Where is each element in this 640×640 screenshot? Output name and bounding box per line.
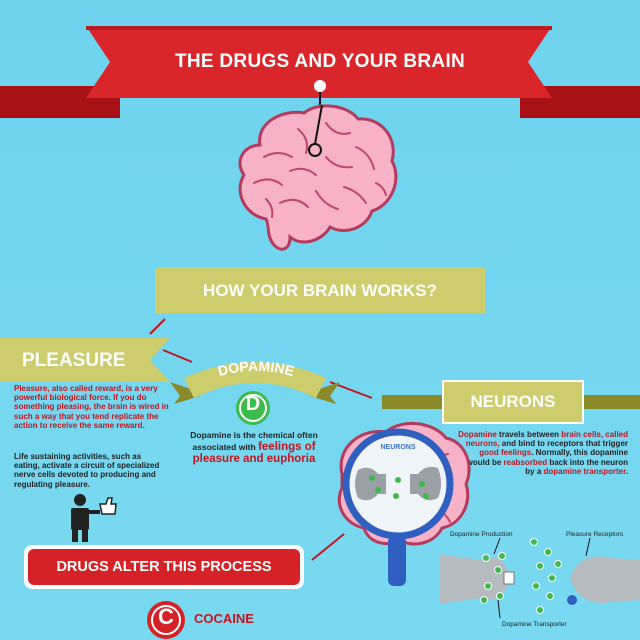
dopamine-letter: D [245, 393, 261, 415]
neurons-text-8: dopamine transporter [543, 466, 626, 476]
pleasure-title: PLEASURE [22, 350, 126, 371]
dopamine-banner [170, 362, 340, 404]
neurons-text-5: . Normally, this dopamine would be [466, 448, 628, 467]
dopamine-description: Dopamine is the chemical often associate… [178, 430, 330, 465]
dopamine-d-icon [236, 391, 270, 425]
neurons-text-7: back into the neuron by a [525, 457, 628, 476]
neurons-text-4: good feelings [479, 448, 532, 458]
label-dopamine-production: Dopamine Production [450, 531, 513, 538]
pleasure-paragraph-1: Pleasure, also called reward, is a very … [14, 384, 174, 430]
pleasure-word: Pleasure [14, 384, 48, 393]
neurons-banner [442, 380, 584, 424]
neurons-text-6: reabsorbed [503, 457, 548, 467]
page-title: THE DRUGS AND YOUR BRAIN [174, 51, 466, 72]
dopamine-arc-text: DOPAMINE [216, 358, 296, 379]
neurons-text-1: travels between [496, 430, 562, 439]
drugs-title: DRUGS ALTER THIS PROCESS [56, 559, 272, 575]
neurons-description: Dopamine travels between brain cells, ca… [458, 430, 628, 476]
person-thumbs-up-icon [71, 494, 117, 542]
how-brain-works-title: HOW YOUR BRAIN WORKS? [203, 281, 437, 300]
synapse-diagram [440, 537, 640, 619]
lens-label: NEURONS [380, 444, 416, 451]
cocaine-c-icon [147, 601, 185, 639]
drugs-banner [28, 549, 300, 585]
neurons-text-2: brain cells, called neurons, [465, 430, 628, 449]
pleasure-paragraph-2: Life sustaining activities, such as eati… [14, 452, 160, 489]
neurons-text-0: Dopamine [458, 430, 497, 439]
cocaine-label: COCAINE [194, 611, 254, 626]
how-brain-works-banner [155, 267, 485, 313]
pleasure-banner [0, 338, 170, 382]
neurons-text-9: . [625, 466, 628, 476]
neurons-title: NEURONS [470, 392, 556, 411]
pleasure-description: , also called reward, is a very powerful… [14, 384, 169, 430]
dopamine-text-plain: Dopamine is the chemical often associate… [190, 430, 318, 452]
brain-magnifier-icon [337, 421, 471, 586]
brain-icon [238, 104, 398, 251]
neurons-text-3: and bind to receptors that trigger [499, 439, 628, 449]
dopamine-text-highlight: feelings of pleasure and euphoria [192, 441, 316, 465]
label-pleasure-receptors: Pleasure Receptors [566, 531, 624, 538]
dopamine-title: DOPAMINE [216, 358, 296, 379]
cocaine-letter: C [158, 604, 174, 629]
svg-text:DOPAMINE: DOPAMINE [216, 358, 296, 379]
label-dopamine-transporter: Dopamine Transporter [502, 621, 567, 628]
